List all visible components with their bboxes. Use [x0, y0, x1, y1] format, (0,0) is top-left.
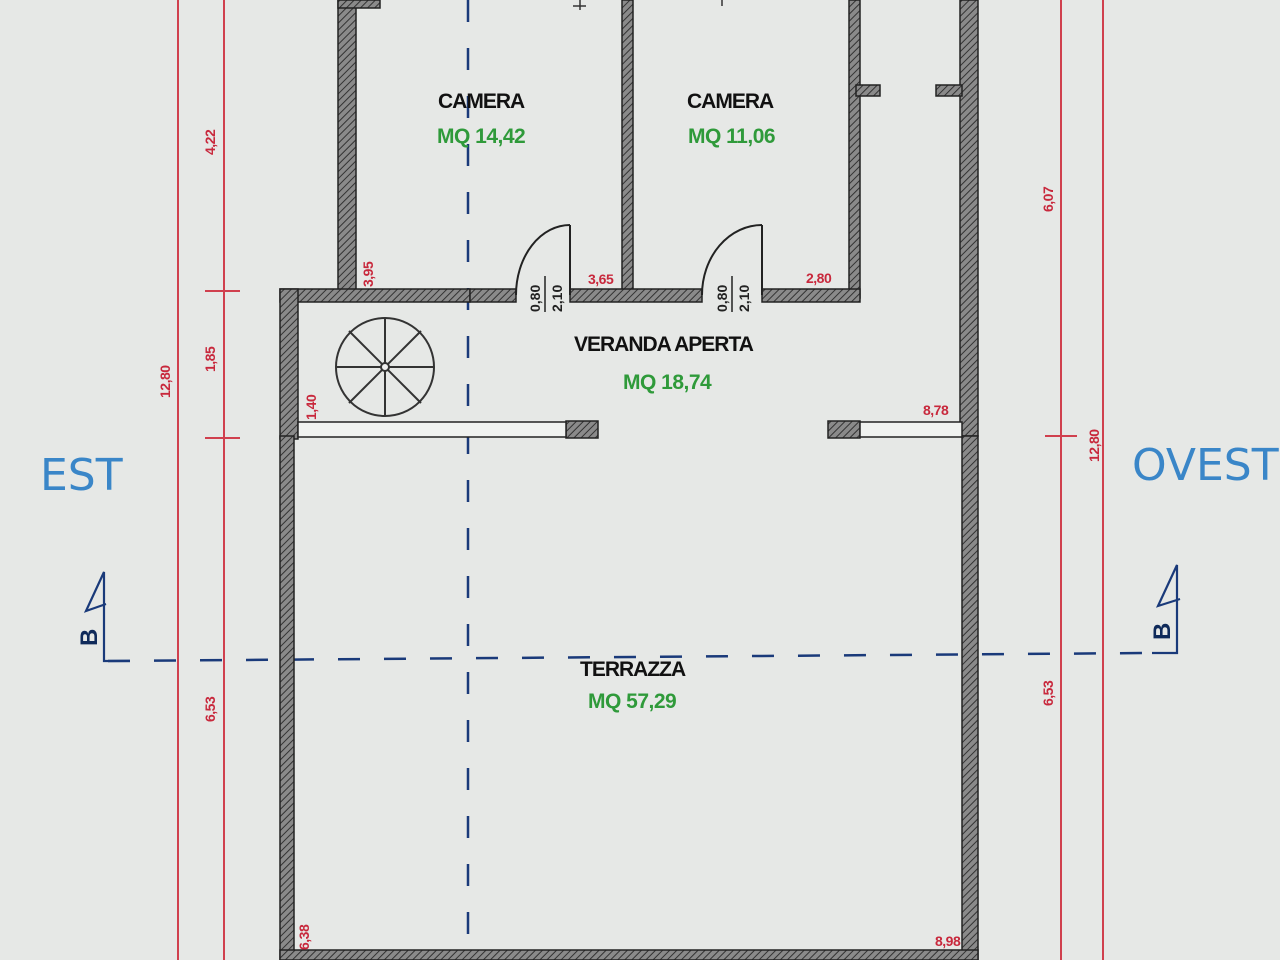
- room-veranda-area: MQ 18,74: [623, 371, 712, 394]
- compass-west-label: OVEST: [1132, 440, 1279, 491]
- section-line-b: [107, 651, 1151, 663]
- veranda-parapet-right: [859, 421, 963, 438]
- spiral-staircase-icon: [335, 317, 435, 417]
- room-camera-2-name: CAMERA: [687, 90, 774, 113]
- room-camera-1-area: MQ 14,42: [437, 125, 525, 148]
- dim-camera1-width: 3,65: [588, 271, 614, 287]
- compass-east-label: EST: [40, 450, 123, 501]
- door-1-width: 0,80: [527, 285, 543, 312]
- room-camera-1-name: CAMERA: [438, 90, 525, 113]
- room-terrazza-area: MQ 57,29: [588, 690, 676, 713]
- door-camera-2: [701, 224, 763, 296]
- door-top-symbols: [573, 0, 723, 10]
- room-terrazza-name: TERRAZZA: [580, 658, 686, 681]
- left-dimension-lines: [177, 0, 240, 960]
- dim-camera2-width: 2,80: [806, 270, 832, 286]
- right-dimension-segment-2: 6,53: [1040, 680, 1056, 706]
- left-dimension-segment-3: 6,53: [202, 696, 218, 722]
- left-dimension-segment-2: 1,85: [202, 346, 218, 372]
- dim-terrazza-width: 8,98: [935, 933, 961, 949]
- section-marker-right-label: B: [1149, 623, 1176, 640]
- right-dimension-segment-1: 6,07: [1040, 186, 1056, 212]
- room-camera-2-area: MQ 11,06: [688, 125, 775, 148]
- dim-veranda-width: 8,78: [923, 402, 949, 418]
- dim-camera1-height: 3,95: [360, 261, 376, 287]
- door-camera-1: [515, 224, 571, 296]
- right-total-dimension: 12,80: [1086, 429, 1102, 462]
- left-dimension-segment-1: 4,22: [202, 129, 218, 155]
- section-marker-left-label: B: [76, 629, 103, 646]
- left-total-dimension: 12,80: [157, 365, 173, 398]
- door-2-width: 0,80: [714, 285, 730, 312]
- door-1-height: 2,10: [549, 285, 565, 312]
- section-marker-right: [1152, 564, 1181, 655]
- door-2-height: 2,10: [736, 285, 752, 312]
- right-dimension-lines: [1045, 0, 1104, 960]
- section-marker-left: [83, 571, 130, 663]
- room-veranda-name: VERANDA APERTA: [574, 333, 754, 356]
- walls: [279, 0, 979, 960]
- dim-stair-well: 1,40: [303, 394, 319, 420]
- dim-terrazza-height: 6,38: [296, 924, 312, 950]
- veranda-parapet-left: [297, 421, 567, 438]
